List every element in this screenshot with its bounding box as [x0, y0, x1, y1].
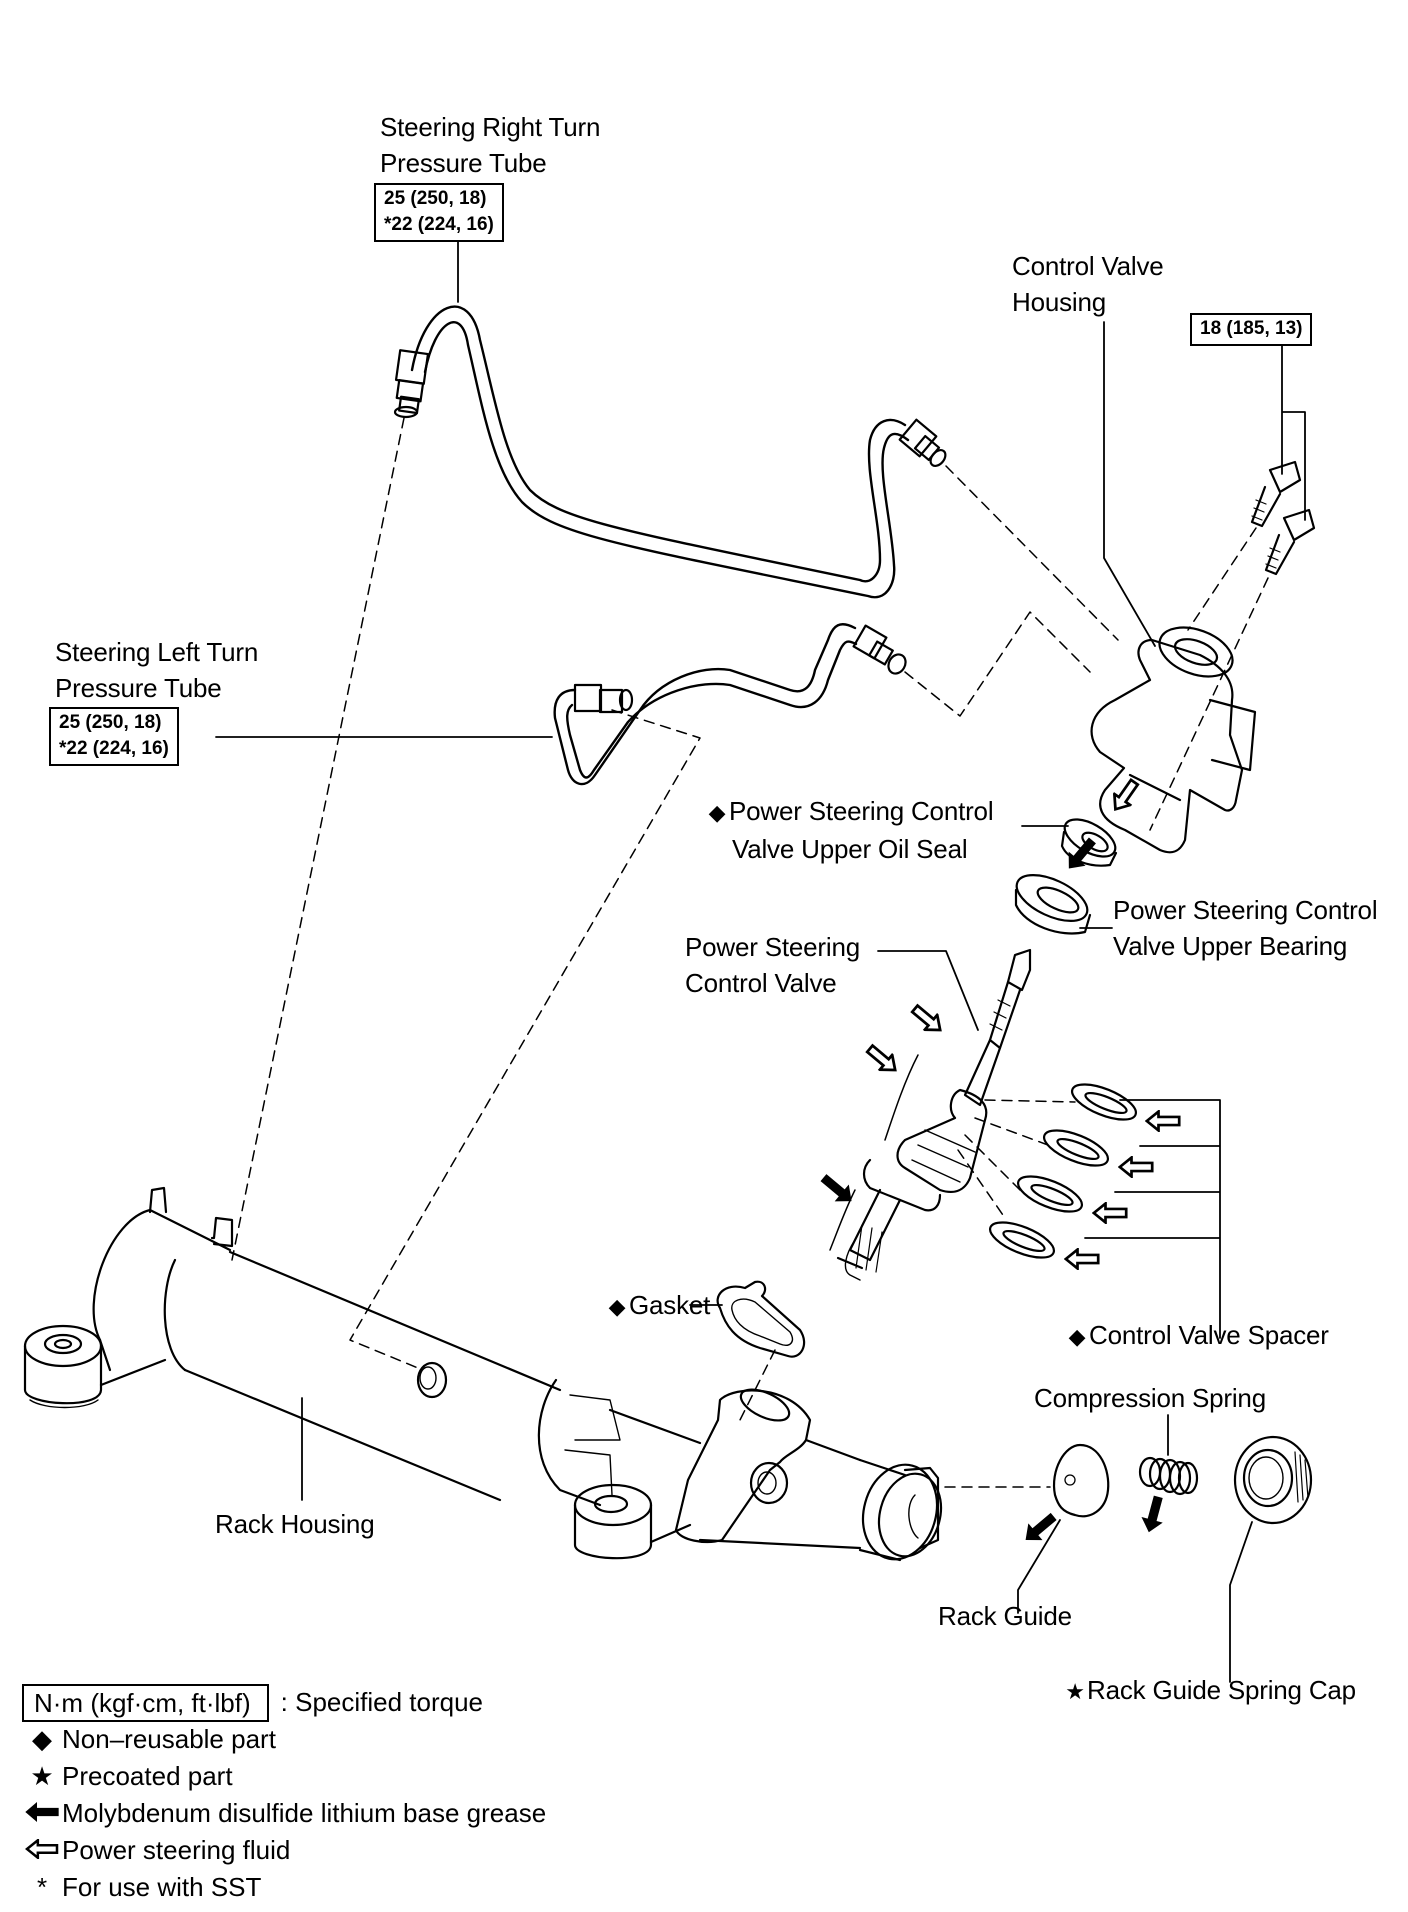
diamond-icon: ◆: [1068, 1324, 1086, 1349]
fluid-arrow-icon: [907, 999, 948, 1039]
housing-bolt[interactable]: [1264, 508, 1316, 576]
right-tube-guide-dash: [231, 417, 405, 1261]
label-upper-oil-seal: ◆Power Steering Control Valve Upper Oil …: [705, 793, 994, 867]
label-control-valve-housing: Control Valve Housing: [1012, 251, 1164, 317]
label-control-valve-spacer: ◆Control Valve Spacer: [1065, 1317, 1329, 1355]
legend-item: Molybdenum disulfide lithium base grease: [22, 1795, 546, 1832]
fluid-arrow-icon: [1092, 1202, 1128, 1224]
bolt-dash: [1149, 577, 1269, 831]
rack-guide[interactable]: [1052, 1443, 1110, 1518]
label-control-valve: Power Steering Control Valve: [685, 932, 860, 998]
legend-item: * For use with SST: [22, 1869, 546, 1906]
torque-box-housing-bolts: 18 (185, 13): [1190, 313, 1313, 346]
left-turn-pressure-tube[interactable]: [553, 623, 909, 786]
gasket-dash: [739, 1349, 776, 1421]
leader-bolts: [1281, 345, 1306, 521]
control-valve-spacer[interactable]: [986, 1215, 1059, 1265]
spacer-dash: [964, 1134, 1021, 1191]
left-tube-rack-dash: [349, 709, 701, 1369]
right-tube-housing-dash: [945, 465, 1119, 641]
fluid-arrow-icon: [1118, 1156, 1154, 1178]
fluid-arrow-icon: [862, 1039, 903, 1079]
control-valve-spacer[interactable]: [1068, 1077, 1141, 1127]
right-turn-pressure-tube[interactable]: [393, 305, 948, 599]
power-steering-control-valve[interactable]: [836, 948, 1032, 1281]
spacer-dash: [974, 1117, 1049, 1146]
label-gasket: ◆Gasket: [605, 1287, 711, 1325]
leader-control-valve: [877, 950, 979, 1031]
solid-arrow-icon: [22, 1795, 62, 1832]
upper-bearing[interactable]: [1010, 866, 1094, 935]
label-rack-guide-spring-cap: ★Rack Guide Spring Cap: [1063, 1672, 1356, 1710]
lube-mark: [884, 1054, 919, 1141]
spacer-dash: [957, 1149, 1006, 1219]
star-icon: ★: [1065, 1679, 1085, 1704]
label-left-turn-pressure-tube: Steering Left Turn Pressure Tube: [55, 637, 259, 703]
torque-box-right-tube: 25 (250, 18) *22 (224, 16): [374, 183, 504, 242]
fluid-arrow-icon: [1145, 1110, 1181, 1132]
hollow-arrow-icon: [22, 1832, 62, 1869]
control-valve-housing[interactable]: [1090, 618, 1257, 854]
label-rack-housing: Rack Housing: [215, 1509, 375, 1539]
star-icon: ★: [30, 1761, 54, 1791]
leader-valve-housing: [1103, 321, 1156, 647]
gasket[interactable]: [716, 1280, 806, 1358]
leader-rack-guide: [1017, 1519, 1061, 1614]
compression-spring[interactable]: [1138, 1456, 1199, 1496]
rack-guide-spring-cap[interactable]: [1233, 1435, 1313, 1525]
control-valve-spacer[interactable]: [1014, 1169, 1087, 1219]
torque-unit-box: N·m (kgf·cm, ft·lbf): [22, 1683, 269, 1722]
housing-bolt[interactable]: [1250, 460, 1302, 528]
legend-item: ◆ Non–reusable part: [22, 1721, 546, 1758]
leader-spacers: [1084, 1099, 1221, 1339]
bolt-dash: [1187, 527, 1257, 631]
spacer-dash: [984, 1099, 1076, 1103]
legend: N·m (kgf·cm, ft·lbf) : Specified torque …: [22, 1683, 546, 1906]
diamond-icon: ◆: [608, 1294, 626, 1319]
torque-box-left-tube: 25 (250, 18) *22 (224, 16): [49, 707, 179, 766]
asterisk-icon: *: [36, 1872, 48, 1902]
label-compression-spring: Compression Spring: [1034, 1383, 1266, 1413]
label-rack-guide: Rack Guide: [938, 1601, 1072, 1631]
fluid-arrow-icon: [1064, 1248, 1100, 1270]
rack-housing[interactable]: [23, 1186, 950, 1568]
legend-item: ★ Precoated part: [22, 1758, 546, 1795]
label-right-turn-pressure-tube: Steering Right Turn Pressure Tube: [380, 112, 601, 178]
left-tube-housing-dash: [904, 611, 1091, 717]
label-upper-bearing: Power Steering Control Valve Upper Beari…: [1113, 895, 1378, 961]
diamond-icon: ◆: [708, 800, 726, 825]
grease-arrow-icon: [816, 1169, 859, 1210]
leader-spring-cap: [1229, 1521, 1253, 1683]
lube-mark: [829, 1189, 856, 1251]
legend-torque: N·m (kgf·cm, ft·lbf) : Specified torque: [22, 1683, 546, 1722]
legend-item: Power steering fluid: [22, 1832, 546, 1869]
diamond-icon: ◆: [32, 1724, 52, 1754]
grease-arrow-icon: [1138, 1493, 1169, 1536]
control-valve-spacer[interactable]: [1040, 1123, 1113, 1173]
